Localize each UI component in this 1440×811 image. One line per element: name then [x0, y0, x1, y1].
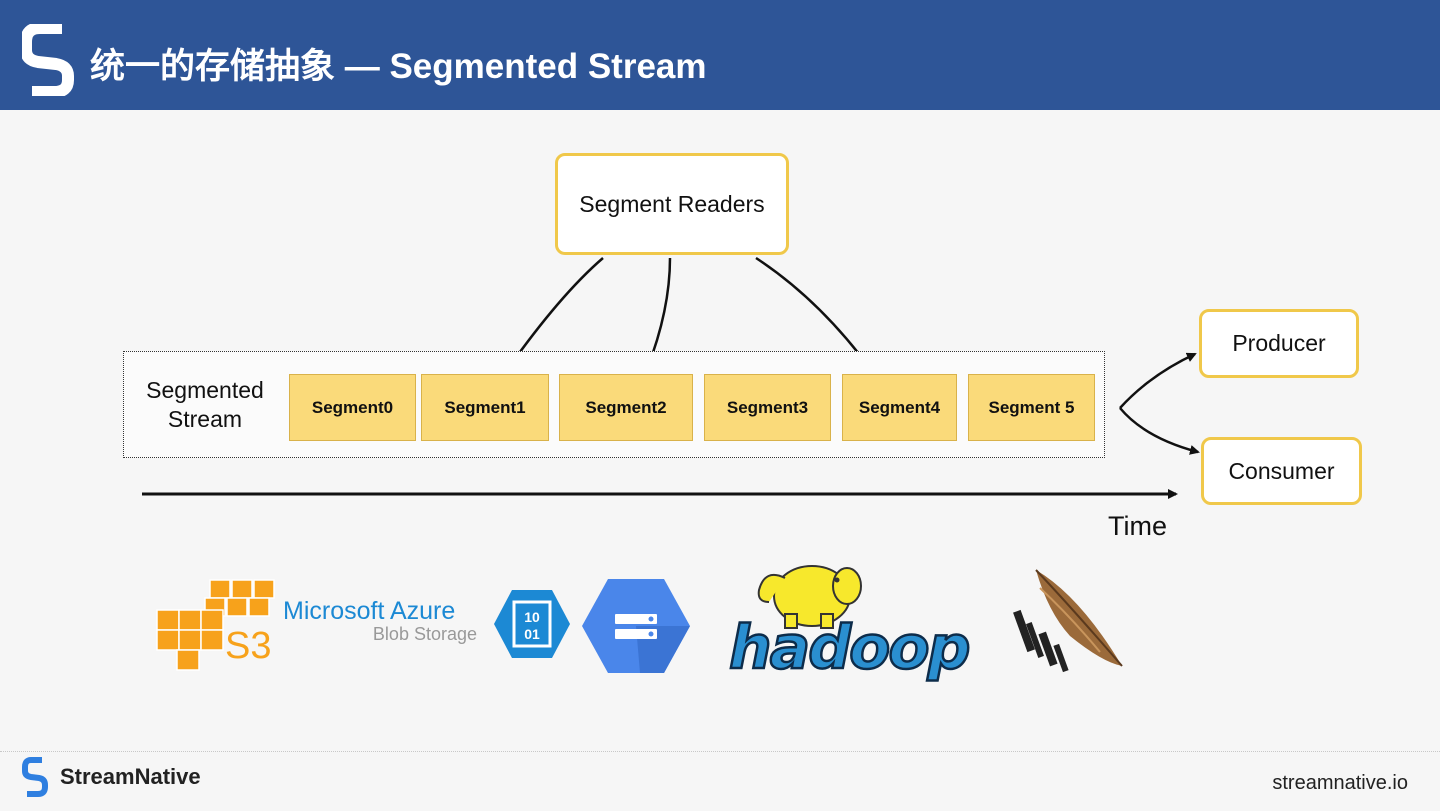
segment-readers-box: Segment Readers — [555, 153, 789, 255]
hadoop-logo: hadoop — [728, 565, 972, 683]
segment-box-0: Segment0 — [289, 374, 416, 441]
streamnative-logo-icon — [22, 24, 74, 96]
s3-text: S3 — [225, 625, 271, 667]
footer-brand: StreamNative — [60, 764, 201, 789]
producer-label: Producer — [1232, 330, 1326, 356]
producer-box: Producer — [1199, 309, 1359, 378]
segment-box-2: Segment2 — [559, 374, 693, 441]
segment-box-1: Segment1 — [421, 374, 549, 441]
segment-box-3: Segment3 — [704, 374, 831, 441]
stream-label-line1: Segmented — [146, 377, 264, 403]
azure-blob-icon: 10 01 — [494, 590, 570, 658]
hadoop-elephant-icon — [757, 565, 862, 629]
feather-quill-logo — [1013, 569, 1123, 673]
segmented-stream-label: Segmented Stream — [130, 376, 280, 434]
stream-label-line2: Stream — [167, 406, 243, 432]
consumer-arrow — [1119, 407, 1200, 455]
footer-divider — [0, 751, 1440, 752]
time-label: Time — [1108, 511, 1167, 541]
producer-arrow — [1119, 352, 1197, 409]
azure-subtitle: Blob Storage — [372, 624, 477, 644]
page-title: 统一的存储抽象 — Segmented Stream — [90, 47, 707, 86]
segment-readers-label: Segment Readers — [579, 190, 765, 217]
consumer-box: Consumer — [1201, 437, 1362, 505]
google-cloud-storage-icon — [582, 579, 690, 673]
segment-box-4: Segment4 — [842, 374, 957, 441]
azure-title: Microsoft Azure — [283, 597, 456, 625]
azure-blob-logo: Microsoft Azure Blob Storage — [283, 597, 483, 645]
azure-icon-line1: 10 — [524, 609, 540, 625]
aws-s3-logo: S3 — [156, 579, 275, 671]
azure-icon-line2: 01 — [524, 626, 540, 642]
header-bar: 统一的存储抽象 — Segmented Stream — [0, 0, 1440, 110]
consumer-label: Consumer — [1228, 457, 1335, 484]
streamnative-footer-logo-icon — [22, 757, 48, 797]
segment-box-5: Segment 5 — [968, 374, 1095, 441]
hadoop-text: hadoop — [729, 613, 969, 683]
footer-url[interactable]: streamnative.io — [1272, 772, 1408, 794]
